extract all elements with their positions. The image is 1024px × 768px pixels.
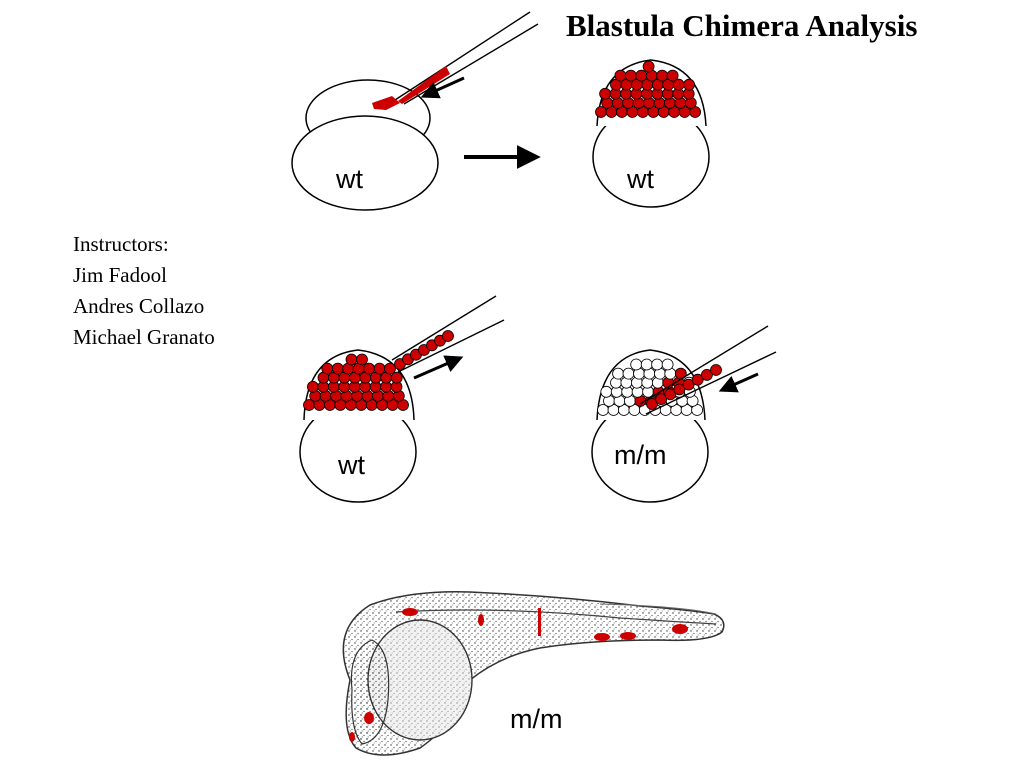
blastomere: [612, 367, 624, 380]
transplanted-cell: [691, 373, 704, 386]
arrow-withdraw: [413, 355, 464, 380]
blastomere: [321, 362, 334, 375]
label-larva: m/m: [510, 704, 562, 734]
fin-fold: [599, 603, 717, 615]
cells-in-pipette: [394, 330, 454, 370]
blastomere: [614, 69, 627, 82]
chimeric-larva: m/m: [342, 591, 725, 756]
arrow-inject-top: [420, 76, 465, 99]
blastomere: [599, 87, 611, 100]
labeled-clone: [364, 712, 374, 724]
blastomere: [363, 362, 376, 375]
notochord: [395, 609, 717, 625]
blastomere: [651, 358, 663, 371]
micropipette-mid-left: [391, 295, 505, 373]
donor-embryo-top: wt: [291, 79, 439, 211]
transplanted-cell: [682, 378, 695, 391]
blastomere: [390, 371, 403, 384]
label-host-mid: m/m: [614, 440, 666, 470]
blastomere: [373, 362, 386, 375]
blastomere: [356, 353, 368, 366]
labeled-blastomeres: [303, 353, 409, 411]
blastomere: [624, 69, 637, 82]
labeled-clone: [349, 732, 355, 742]
blastomere: [345, 353, 358, 366]
transplanted-cell: [442, 330, 454, 342]
labeled-clone: [672, 624, 688, 634]
blastomere: [306, 380, 319, 393]
blastomere: [656, 69, 669, 82]
host-blastomeres: [597, 358, 703, 416]
blastomere: [635, 69, 648, 82]
labeled-embryo-top: wt: [592, 59, 710, 208]
donor-embryo-mid: wt: [299, 349, 417, 503]
transplanted-cell: [664, 388, 677, 401]
labeled-clone: [620, 632, 636, 640]
cells-in-pipette: [646, 364, 722, 410]
slide-title: Blastula Chimera Analysis: [566, 8, 918, 43]
transplanted-cell: [710, 364, 722, 376]
host-embryo-mid: m/m: [591, 349, 709, 503]
labeled-clone: [538, 608, 541, 636]
instructor-name: Andres Collazo: [73, 294, 205, 318]
blastomere: [642, 60, 655, 73]
labeled-blastomeres: [595, 60, 701, 118]
yolk-stipple: [368, 620, 472, 740]
transplanted-cell: [673, 383, 686, 396]
blastomere: [600, 385, 613, 398]
blastomere: [683, 78, 695, 91]
labeled-clone: [402, 608, 418, 616]
labeled-cells-in-pipette: [398, 66, 450, 104]
labeled-clone: [478, 614, 484, 626]
blastomere: [630, 358, 643, 371]
injected-cells: [372, 96, 400, 110]
instructors-block: Instructors: Jim Fadool Andres Collazo M…: [73, 229, 215, 353]
label-donor-top: wt: [335, 164, 363, 194]
label-donor-mid: wt: [337, 450, 365, 480]
instructors-heading: Instructors:: [73, 232, 169, 256]
labeled-clone: [594, 633, 610, 641]
transplanted-cell: [701, 368, 713, 381]
transplanted-cell: [655, 393, 667, 406]
blastomere: [661, 358, 674, 371]
blastomere: [622, 367, 635, 380]
head-region: [350, 639, 390, 745]
arrow-inject-mid: [718, 372, 759, 393]
label-host-top: wt: [626, 164, 654, 194]
blastomere: [640, 358, 653, 371]
transplanted-cell: [646, 398, 658, 410]
blastomere: [384, 362, 396, 375]
blastomere: [666, 69, 679, 82]
blastomere: [331, 362, 344, 375]
instructor-name: Michael Granato: [73, 325, 215, 349]
instructor-name: Jim Fadool: [73, 263, 167, 287]
yolk-outline: [291, 115, 439, 211]
micropipette-mid-right: [639, 325, 777, 415]
